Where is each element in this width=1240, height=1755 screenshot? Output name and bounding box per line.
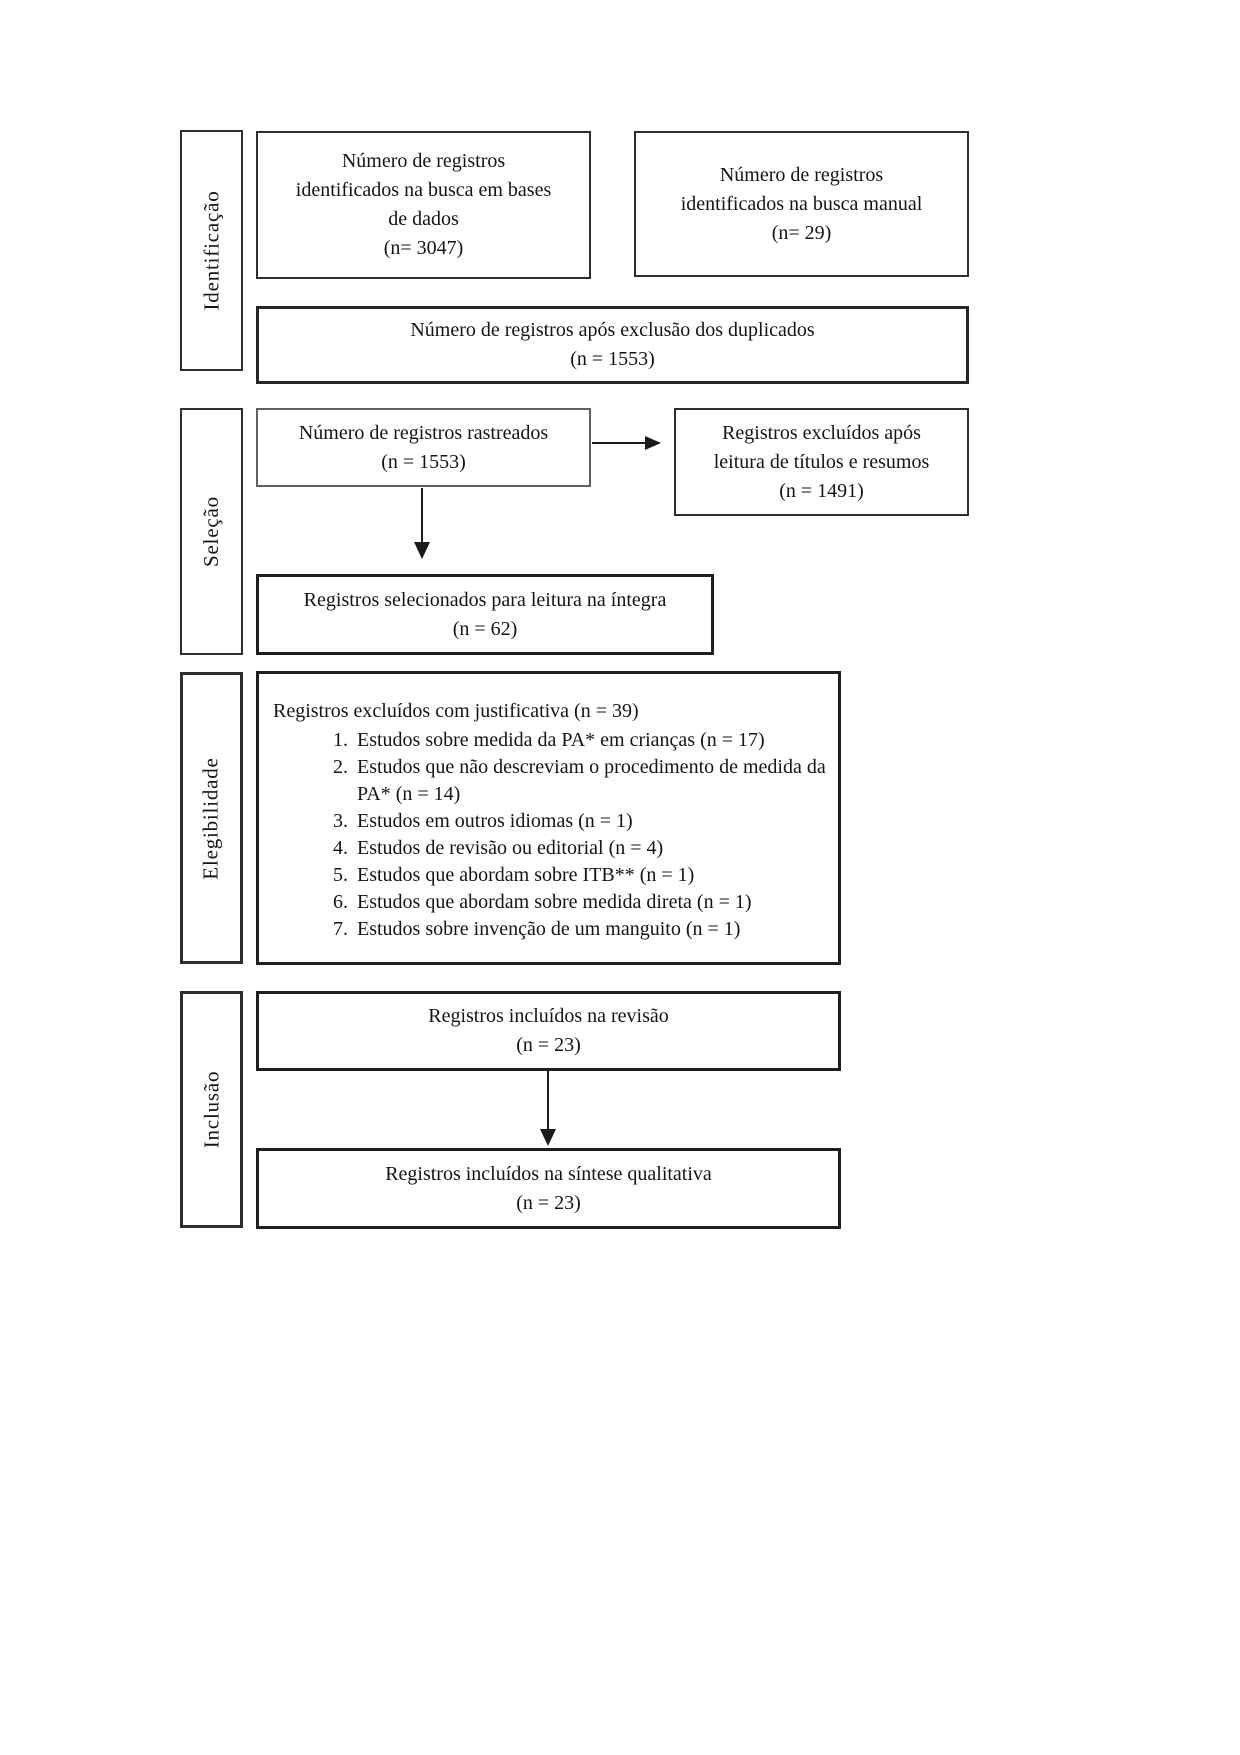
list-item-text: Estudos de revisão ou editorial (n = 4) <box>357 837 664 859</box>
text-line: (n = 1491) <box>779 479 864 502</box>
stage-identification: Identificação <box>180 130 243 371</box>
text-line: identificados na busca em bases <box>295 179 552 201</box>
stage-screening: Seleção <box>180 408 243 655</box>
exclusion-reasons-list: Estudos sobre medida da PA* em crianças … <box>273 727 830 943</box>
box-manual-search-records: Número de registros identificados na bus… <box>634 131 969 277</box>
arrow-review-to-synthesis-line <box>547 1071 549 1129</box>
text-line: (n = 1553) <box>570 348 655 370</box>
list-item: Estudos que abordam sobre medida direta … <box>353 889 830 916</box>
stage-label-identification: Identificação <box>199 190 223 311</box>
text-line: Número de registros após exclusão dos du… <box>410 319 815 341</box>
box-records-included-review: Registros incluídos na revisão (n = 23) <box>256 991 841 1071</box>
text-line: (n = 23) <box>516 1191 581 1214</box>
list-item: Estudos sobre medida da PA* em crianças … <box>353 727 830 754</box>
arrow-screened-to-fulltext-line <box>421 488 423 542</box>
list-item: Estudos em outros idiomas (n = 1) <box>353 808 830 835</box>
text-line: (n = 23) <box>516 1034 581 1056</box>
list-item-text: Estudos que abordam sobre ITB** (n = 1) <box>357 864 695 886</box>
text-line: Registros selecionados para leitura na í… <box>303 588 667 611</box>
text-line: (n = 1553) <box>381 450 466 473</box>
text-line: Número de registros <box>719 163 884 186</box>
box-database-search-records: Número de registros identificados na bus… <box>256 131 591 279</box>
box-records-excluded-justified: Registros excluídos com justificativa (n… <box>256 671 841 965</box>
list-item-text: Estudos em outros idiomas (n = 1) <box>357 810 633 832</box>
list-item: Estudos que abordam sobre ITB** (n = 1) <box>353 862 830 889</box>
text-line: identificados na busca manual <box>680 192 923 215</box>
list-item: Estudos que não descreviam o procediment… <box>353 754 830 808</box>
text-line: Registros excluídos após <box>722 421 921 444</box>
list-item-text: Estudos que não descreviam o procediment… <box>357 756 826 805</box>
text-line: (n= 29) <box>771 221 832 244</box>
stage-label-inclusion: Inclusão <box>199 1070 224 1149</box>
box-records-included-synthesis: Registros incluídos na síntese qualitati… <box>256 1148 841 1229</box>
list-item: Estudos de revisão ou editorial (n = 4) <box>353 835 830 862</box>
arrow-screened-to-excluded-head <box>645 436 661 450</box>
list-item-text: Estudos sobre medida da PA* em crianças … <box>357 729 765 751</box>
text-line: de dados <box>388 208 459 230</box>
box-records-excluded-screening: Registros excluídos após leitura de títu… <box>674 408 969 516</box>
text-line: Número de registros rastreados <box>298 421 549 444</box>
text-line: leitura de títulos e resumos <box>713 450 930 473</box>
text-line: (n = 62) <box>452 617 518 640</box>
text-line: Registros incluídos na síntese qualitati… <box>385 1162 712 1185</box>
list-item-text: Estudos sobre invenção de um manguito (n… <box>357 918 741 940</box>
box-records-fulltext-selected: Registros selecionados para leitura na í… <box>256 574 714 655</box>
stage-label-eligibility: Elegibilidade <box>199 756 223 880</box>
exclusion-reasons-title: Registros excluídos com justificativa (n… <box>273 700 639 722</box>
arrow-review-to-synthesis-head <box>540 1129 556 1146</box>
list-item-text: Estudos que abordam sobre medida direta … <box>357 891 752 913</box>
list-item: Estudos sobre invenção de um manguito (n… <box>353 916 830 943</box>
text-line: Número de registros <box>341 150 506 172</box>
stage-inclusion: Inclusão <box>180 991 243 1228</box>
box-records-screened: Número de registros rastreados (n = 1553… <box>256 408 591 487</box>
text-line: (n= 3047) <box>383 237 464 259</box>
box-records-after-deduplication: Número de registros após exclusão dos du… <box>256 306 969 384</box>
arrow-screened-to-excluded-line <box>592 442 646 444</box>
stage-label-screening: Seleção <box>199 496 223 567</box>
arrow-screened-to-fulltext-head <box>414 542 430 559</box>
text-line: Registros incluídos na revisão <box>428 1005 669 1027</box>
stage-eligibility: Elegibilidade <box>180 672 243 964</box>
